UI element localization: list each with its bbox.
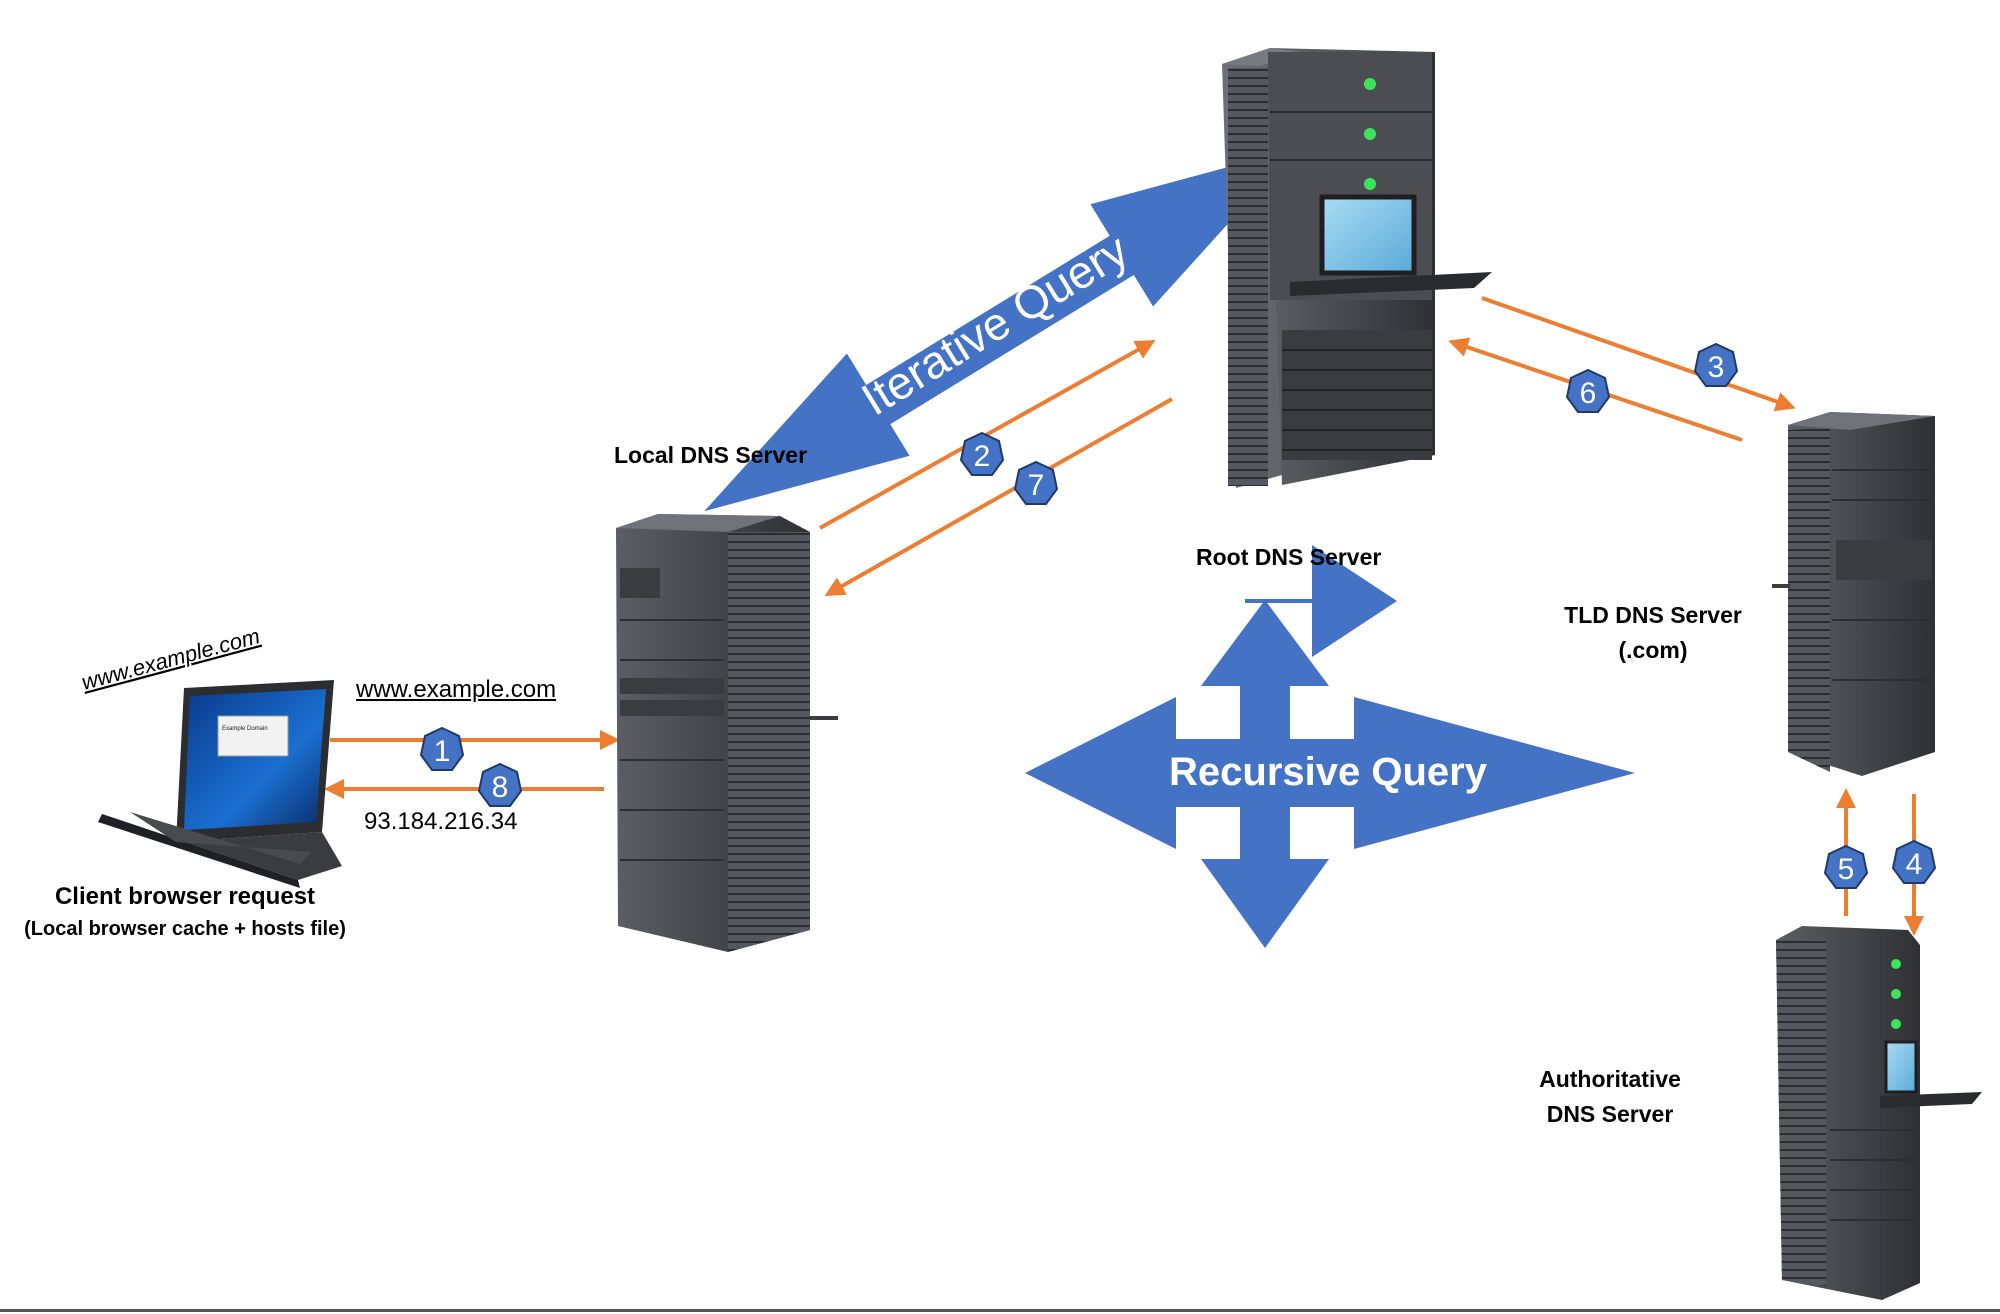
- bottom-divider: [0, 1309, 2000, 1312]
- step-7-badge: 7: [1013, 460, 1059, 505]
- client-label-title: Client browser request: [54, 883, 316, 910]
- arrow-step-3: [1481, 296, 1796, 412]
- iterative-query-label: Iterative Query: [852, 223, 1136, 425]
- step-badges: 1 2 3 4 5 6 7 8: [419, 342, 1937, 889]
- step-8-badge: 8: [477, 762, 523, 807]
- local-dns-server-label: Local DNS Server: [614, 442, 808, 468]
- root-rack-monitor-screen: [1319, 194, 1417, 276]
- root-rack-led-lights: [1364, 78, 1376, 190]
- iterative-query-arrow: [704, 148, 1296, 512]
- auth-label-line2: DNS Server: [1546, 1101, 1674, 1127]
- step-5-number: 5: [1838, 853, 1855, 886]
- step-2-badge: 2: [959, 431, 1005, 476]
- root-dns-server-rack: [1222, 48, 1492, 488]
- recursive-query-label: Recursive Query: [1169, 750, 1488, 794]
- client-laptop: [98, 680, 342, 888]
- step-1-number: 1: [434, 735, 451, 768]
- root-rack-drive-bays: [1282, 330, 1432, 460]
- laptop-browser-window: [217, 715, 289, 757]
- step-3-number: 3: [1708, 351, 1725, 384]
- client-browser-label: Client browser request (Local browser ca…: [0, 880, 370, 944]
- arrow-step-7: [824, 397, 1173, 596]
- auth-label-line1: Authoritative: [1539, 1066, 1681, 1092]
- step-4-badge: 4: [1891, 839, 1937, 884]
- laptop-keyboard-base: [102, 814, 342, 880]
- request-url-label: www.example.com: [356, 676, 557, 703]
- authoritative-dns-server-rack: [1776, 926, 1982, 1300]
- root-dns-server-label: Root DNS Server: [1196, 544, 1382, 570]
- authoritative-dns-server-label: Authoritative DNS Server: [1510, 1062, 1710, 1132]
- tld-label-line2: (.com): [1618, 637, 1688, 663]
- client-label-subtitle: (Local browser cache + hosts file): [24, 918, 346, 940]
- step-2-number: 2: [974, 440, 991, 473]
- auth-rack-monitor-screen: [1884, 1040, 1918, 1094]
- laptop-screen-desktop: [184, 689, 326, 830]
- step-5-badge: 5: [1823, 844, 1869, 889]
- local-dns-server-rack: [616, 514, 838, 952]
- step-8-number: 8: [492, 771, 509, 804]
- tld-dns-server-label: TLD DNS Server (.com): [1548, 598, 1758, 668]
- step-6-number: 6: [1580, 377, 1597, 410]
- tld-label-line1: TLD DNS Server: [1564, 602, 1742, 628]
- step-3-badge: 3: [1693, 342, 1739, 387]
- laptop-screen-page-title: Example Domain: [222, 726, 268, 732]
- step-6-badge: 6: [1565, 368, 1611, 413]
- response-ip-label: 93.184.216.34: [364, 808, 518, 835]
- step-4-number: 4: [1906, 848, 1923, 881]
- laptop-screen-url-annotation: www.example.com: [79, 623, 263, 695]
- recursive-query-arrow: [1025, 545, 1635, 948]
- step-7-number: 7: [1028, 469, 1045, 502]
- tld-dns-server-rack: [1772, 412, 1935, 776]
- step-1-badge: 1: [419, 726, 465, 771]
